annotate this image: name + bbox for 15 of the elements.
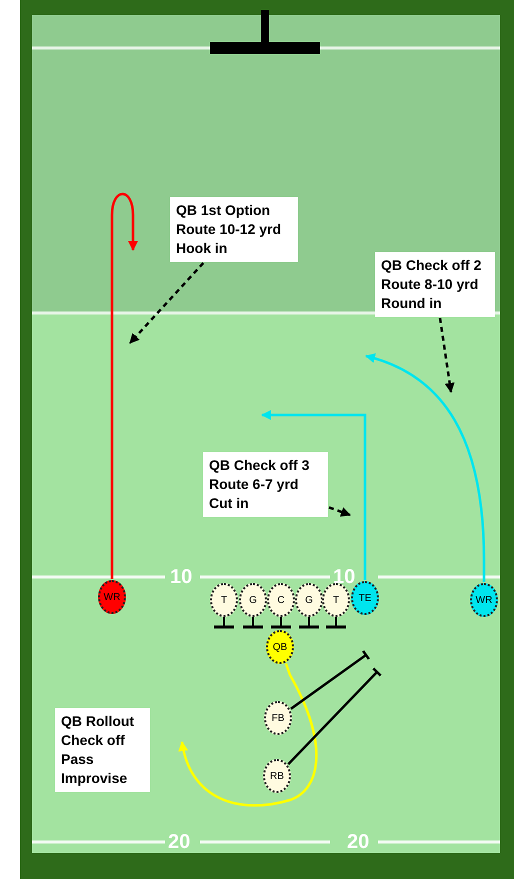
callout-note: QB 1st Option Route 10-12 yrd Hook in (170, 197, 298, 262)
yard-number: 10 (170, 566, 192, 588)
blocking-line (287, 665, 384, 766)
dashed-arrow (438, 318, 455, 393)
callout-note: QB Rollout Check off Pass Improvise (55, 708, 150, 792)
route-arrow (261, 410, 366, 580)
route-arrow (178, 663, 318, 807)
dashed-arrow (328, 506, 351, 517)
route-arrow (110, 193, 138, 579)
callout-note: QB Check off 3 Route 6-7 yrd Cut in (203, 452, 328, 517)
route-arrow (365, 354, 486, 582)
yard-number: 20 (168, 831, 190, 853)
dashed-arrow (129, 262, 204, 344)
yard-number: 20 (347, 831, 370, 853)
callout-note: QB Check off 2 Route 8-10 yrd Round in (375, 252, 495, 317)
